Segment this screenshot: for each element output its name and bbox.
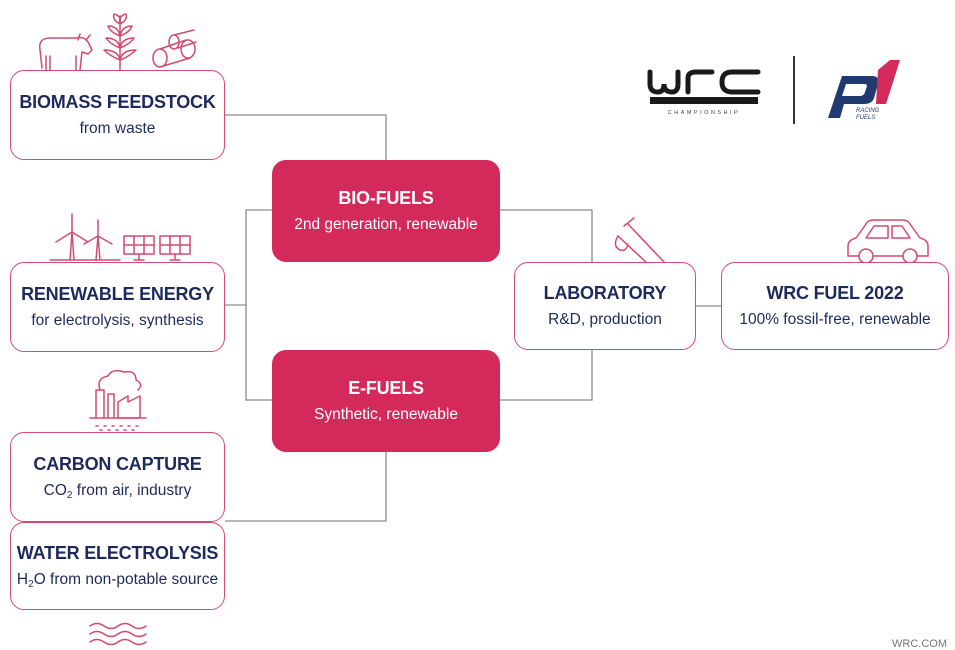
wrc-logo-subtitle: CHAMPIONSHIP <box>668 110 740 116</box>
water-electrolysis-subscript: 2 <box>28 578 34 590</box>
carbon-capture-subtitle: CO2 from air, industry <box>44 480 192 502</box>
water-electrolysis-title: WATER ELECTROLYSIS <box>16 542 219 563</box>
factory-icon <box>89 369 147 431</box>
wrc-fuel-title: WRC FUEL 2022 <box>766 282 904 303</box>
e-fuels-title: E-FUELS <box>348 377 424 398</box>
connector-renewable-to-biofuels <box>225 209 272 306</box>
p1-racing-fuels-logo: RACING FUELS <box>828 60 900 121</box>
renewable-energy-title: RENEWABLE ENERGY <box>21 283 214 304</box>
wrc-logo: CHAMPIONSHIP <box>647 69 761 116</box>
laboratory-box: LABORATORY R&D, production <box>514 262 696 350</box>
p1-logo-line2: FUELS <box>856 115 875 121</box>
wheat-icon <box>103 13 137 71</box>
renewable-energy-subtitle: for electrolysis, synthesis <box>31 311 204 329</box>
cow-icon <box>38 33 93 71</box>
connector-biomass-to-biofuels <box>225 114 387 160</box>
connector-biofuels-to-lab <box>500 209 593 262</box>
carbon-capture-title: CARBON CAPTURE <box>33 453 202 474</box>
biomass-feedstock-box: BIOMASS FEEDSTOCK from waste <box>10 70 225 160</box>
bio-fuels-title: BIO-FUELS <box>338 187 434 208</box>
water-electrolysis-box: WATER ELECTROLYSIS H2O from non-potable … <box>10 522 225 610</box>
carbon-capture-subtitle-rest: from air, industry <box>72 481 192 499</box>
wind-turbine-icon <box>49 213 121 261</box>
bio-fuels-subtitle: 2nd generation, renewable <box>294 215 478 233</box>
water-electrolysis-subtitle-rest: O from non-potable source <box>33 570 219 588</box>
biomass-feedstock-title: BIOMASS FEEDSTOCK <box>19 91 216 112</box>
water-electrolysis-subtitle: H2O from non-potable source <box>17 569 218 591</box>
biomass-feedstock-subtitle: from waste <box>79 119 156 137</box>
logs-icon <box>152 29 197 68</box>
renewable-energy-box: RENEWABLE ENERGY for electrolysis, synth… <box>10 262 225 352</box>
credit-watermark: WRC.COM <box>892 638 947 650</box>
water-waves-icon <box>89 622 147 646</box>
laboratory-subtitle: R&D, production <box>548 310 662 328</box>
logo-divider <box>793 56 795 124</box>
connector-carbon-to-efuels <box>225 452 387 522</box>
wrc-fuel-subtitle: 100% fossil-free, renewable <box>739 310 931 328</box>
carbon-capture-subscript: 2 <box>66 489 73 501</box>
solar-panel-icon <box>123 235 191 261</box>
laboratory-title: LABORATORY <box>543 282 667 303</box>
p1-logo-line1: RACING <box>856 108 880 114</box>
e-fuels-box: E-FUELS Synthetic, renewable <box>272 350 500 452</box>
connector-renewable-to-efuels <box>245 305 272 401</box>
water-electrolysis-subtitle-prefix: H <box>16 570 29 588</box>
bio-fuels-box: BIO-FUELS 2nd generation, renewable <box>272 160 500 262</box>
carbon-capture-subtitle-prefix: CO <box>43 481 67 499</box>
wrc-fuel-box: WRC FUEL 2022 100% fossil-free, renewabl… <box>721 262 949 350</box>
car-icon <box>847 219 929 264</box>
carbon-capture-box: CARBON CAPTURE CO2 from air, industry <box>10 432 225 522</box>
connector-efuels-to-lab <box>500 350 593 401</box>
e-fuels-subtitle: Synthetic, renewable <box>314 405 458 423</box>
